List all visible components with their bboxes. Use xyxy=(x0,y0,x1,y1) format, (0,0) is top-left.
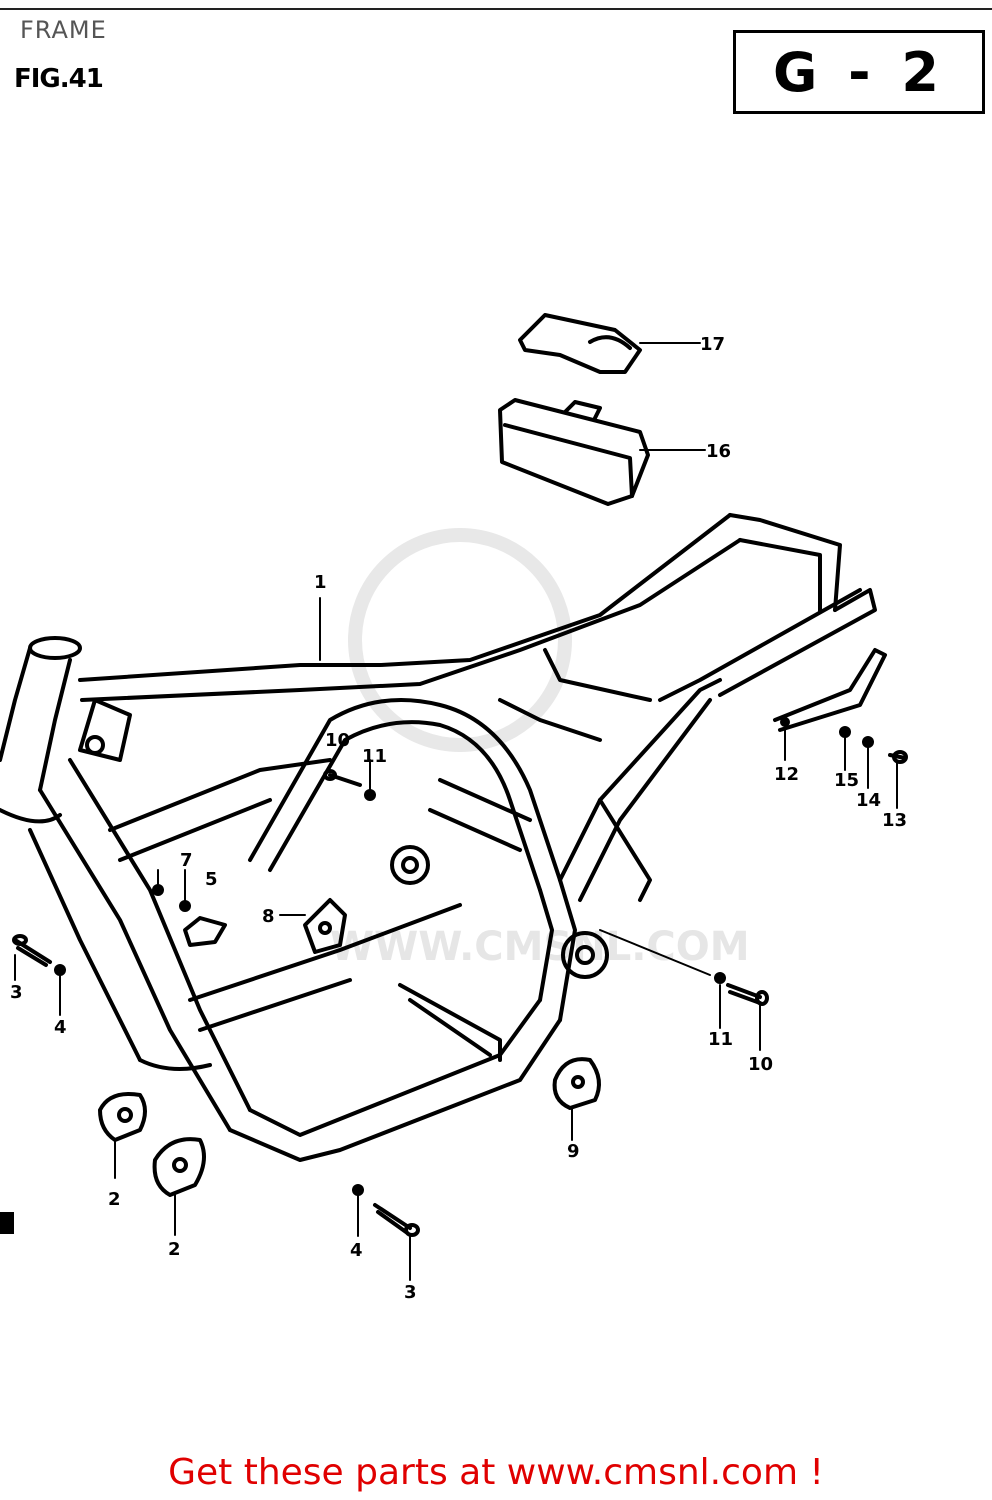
watermark-logo: WWW.CMSNL.COM xyxy=(330,528,750,970)
callout-8: 8 xyxy=(262,906,275,927)
part-2-plate-upper xyxy=(98,1092,147,1142)
part-8-plate xyxy=(303,898,347,954)
callout-labels: 1 17 16 2 2 3 3 4 4 5 7 8 9 10 10 11 11 … xyxy=(10,334,907,1303)
callout-13: 13 xyxy=(882,810,907,831)
figure-label: FIG.41 xyxy=(14,64,104,94)
part-9-plate xyxy=(552,1057,601,1110)
callout-10b: 10 xyxy=(748,1054,773,1075)
part-2-plate-lower xyxy=(152,1137,206,1197)
part-12-bracket xyxy=(773,648,887,732)
callout-9: 9 xyxy=(567,1141,580,1162)
bolt-10-right xyxy=(726,983,769,1006)
part-1-frame xyxy=(0,513,877,1162)
nuts-washers xyxy=(0,717,874,1234)
callout-12: 12 xyxy=(774,764,799,785)
part-16-toolbox xyxy=(498,398,650,506)
callout-7: 7 xyxy=(180,850,193,871)
callout-1: 1 xyxy=(314,572,327,593)
bolt-3-left xyxy=(12,934,52,967)
bolt-10-upper xyxy=(323,769,362,787)
callout-10a: 10 xyxy=(325,730,350,751)
callout-11a: 11 xyxy=(362,746,387,767)
page-title: FRAME xyxy=(20,16,107,44)
section-box: G - 2 xyxy=(733,30,985,114)
callout-3a: 3 xyxy=(10,982,23,1003)
callout-2a: 2 xyxy=(108,1189,121,1210)
callout-5: 5 xyxy=(205,869,218,890)
part-5-bracket xyxy=(183,916,227,947)
callout-17: 17 xyxy=(700,334,725,355)
footer-link[interactable]: Get these parts at www.cmsnl.com ! xyxy=(168,1452,824,1493)
top-rule xyxy=(0,8,992,10)
leader-lines xyxy=(14,342,898,1281)
callout-3b: 3 xyxy=(404,1282,417,1303)
callout-4a: 4 xyxy=(54,1017,67,1038)
callout-14: 14 xyxy=(856,790,881,811)
callout-15: 15 xyxy=(834,770,859,791)
callout-11b: 11 xyxy=(708,1029,733,1050)
callout-4b: 4 xyxy=(350,1240,363,1261)
callout-16: 16 xyxy=(706,441,731,462)
section-code: G - 2 xyxy=(773,40,945,104)
callout-2b: 2 xyxy=(168,1239,181,1260)
bolt-3-bottom xyxy=(373,1203,420,1237)
bolt-13 xyxy=(888,750,908,764)
part-17-cover xyxy=(518,313,642,374)
